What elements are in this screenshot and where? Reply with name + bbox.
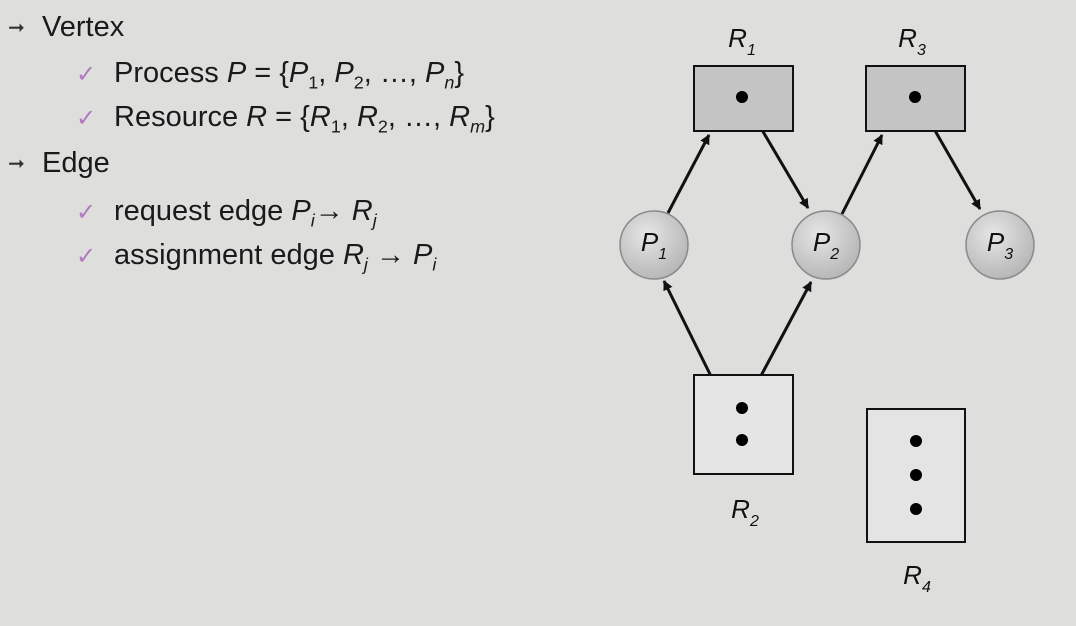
- bullet-process: ✓Process P = {P1, P2, …, Pn}: [76, 57, 464, 93]
- process-node-p1: [619, 210, 689, 280]
- bullet-list: ➞Vertex ✓Process P = {P1, P2, …, Pn} ✓Re…: [0, 0, 600, 300]
- resource-instance-dot: [910, 503, 922, 515]
- resource-instance-dot: [736, 434, 748, 446]
- resource-instance-dot: [909, 91, 921, 103]
- resource-label-r1: R1: [728, 23, 756, 59]
- arrow-bullet-icon: ➞: [8, 153, 25, 176]
- bullet-resource: ✓Resource R = {R1, R2, …, Rm}: [76, 101, 495, 137]
- resource-instance-dot: [736, 91, 748, 103]
- resource-label-r3: R3: [898, 23, 926, 59]
- resource-instance-dot: [910, 469, 922, 481]
- resource-box-r2: [693, 374, 794, 475]
- bullet-assignment-edge: ✓assignment edge Rj → Pi: [76, 239, 437, 275]
- bullet-vertex: ➞Vertex: [8, 10, 124, 45]
- process-label-p2: P2: [813, 227, 839, 263]
- checkmark-icon: ✓: [76, 61, 97, 88]
- bullet-edge: ➞Edge: [8, 146, 110, 181]
- checkmark-icon: ✓: [76, 243, 97, 270]
- arrow-bullet-icon: ➞: [8, 17, 25, 40]
- process-label-p3: P3: [987, 227, 1013, 263]
- request-edge-p2-r3: [840, 134, 884, 215]
- resource-label-r4: R4: [903, 560, 931, 596]
- process-node-p2: [791, 210, 861, 280]
- resource-instance-dot: [736, 402, 748, 414]
- resource-label-r2: R2: [731, 494, 759, 530]
- checkmark-icon: ✓: [76, 105, 97, 132]
- bullet-request-edge: ✓request edge Pi→ Rj: [76, 195, 377, 231]
- process-label-p1: P1: [641, 227, 667, 263]
- resource-instance-dot: [910, 435, 922, 447]
- request-edge-p1-r1: [666, 134, 711, 214]
- checkmark-icon: ✓: [76, 199, 97, 226]
- process-node-p3: [965, 210, 1035, 280]
